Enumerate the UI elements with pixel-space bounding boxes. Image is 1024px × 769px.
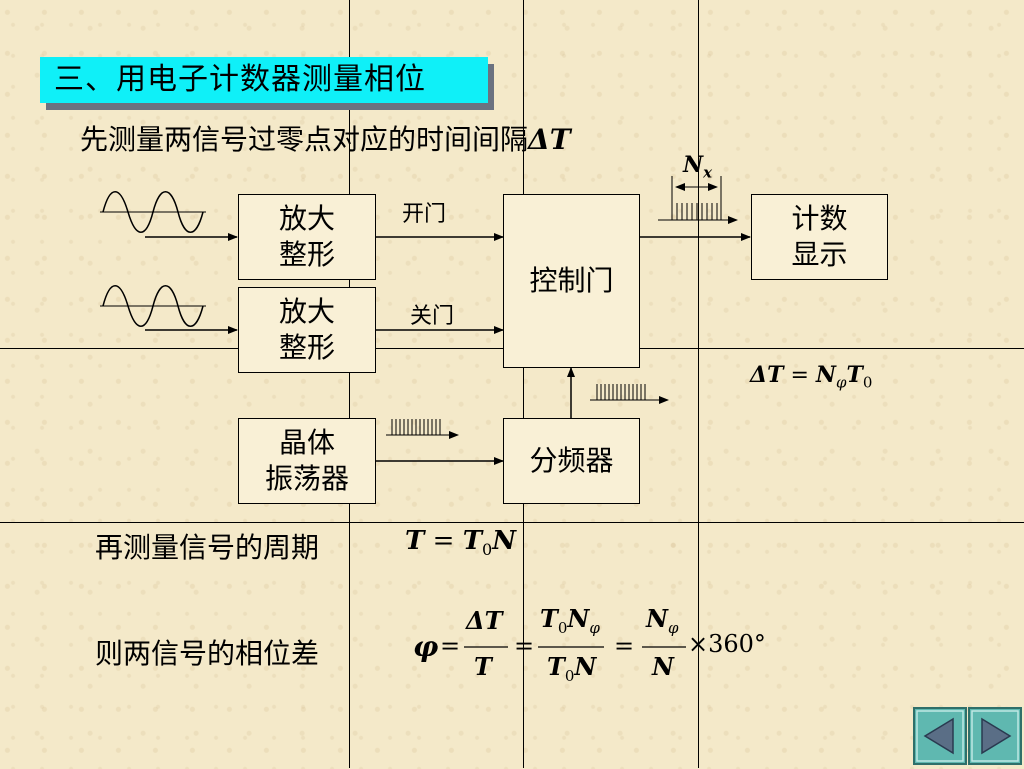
block-amp1-line1: 放大 xyxy=(278,202,335,235)
formula-delta-t: ΔT = NφT0 xyxy=(750,362,873,392)
block-counter-line1: 计数 xyxy=(791,202,848,235)
phase-line-text: 则两信号的相位差 xyxy=(95,637,320,670)
pulse-train-divider xyxy=(596,384,646,400)
block-control-gate-label: 控制门 xyxy=(529,264,614,297)
label-open-gate: 开门 xyxy=(402,202,447,227)
guide-line-h2 xyxy=(0,522,1024,523)
fraction-3-numerator: Nφ xyxy=(646,604,679,637)
block-oscillator: 晶体 振荡器 xyxy=(238,418,376,504)
equals-1: = xyxy=(440,632,461,660)
label-nx: Nx xyxy=(683,152,713,182)
fraction-2-numerator: T0Nφ xyxy=(540,604,600,637)
block-divider: 分频器 xyxy=(503,418,640,504)
label-close-gate: 关门 xyxy=(410,304,455,329)
next-slide-button[interactable] xyxy=(968,707,1022,765)
pulse-train-output xyxy=(671,203,722,220)
equals-2: = xyxy=(514,632,535,660)
delta-t-symbol: ΔT xyxy=(528,123,571,156)
block-amp2: 放大 整形 xyxy=(238,287,376,373)
period-line-text: 再测量信号的周期 xyxy=(95,531,320,564)
fraction-1-denominator: T xyxy=(474,652,492,681)
equals-3: = xyxy=(614,632,635,660)
prev-slide-button[interactable] xyxy=(913,707,967,765)
block-divider-label: 分频器 xyxy=(529,444,614,477)
guide-line-v1 xyxy=(349,0,350,768)
times-360: ×360° xyxy=(688,630,766,658)
intro-text: 先测量两信号过零点对应的时间间隔 xyxy=(80,123,529,156)
arrow-right-icon xyxy=(968,707,1022,765)
guide-line-v2 xyxy=(523,0,524,768)
block-amp2-line2: 整形 xyxy=(278,331,335,364)
slide-title: 三、用电子计数器测量相位 xyxy=(40,57,488,103)
block-counter-line2: 显示 xyxy=(791,238,848,271)
intro-line: 先测量两信号过零点对应的时间间隔ΔT xyxy=(80,118,571,158)
arrow-left-icon xyxy=(913,707,967,765)
guide-line-v3 xyxy=(698,0,699,768)
fraction-2-denominator: T0N xyxy=(547,652,597,685)
block-oscillator-line2: 振荡器 xyxy=(264,462,349,495)
block-amp2-line1: 放大 xyxy=(278,295,335,328)
phi-symbol: φ xyxy=(413,630,439,663)
fraction-1-numerator: ΔT xyxy=(466,606,503,635)
block-control-gate: 控制门 xyxy=(503,194,640,368)
block-amp1-line2: 整形 xyxy=(278,238,335,271)
block-amp1: 放大 整形 xyxy=(238,194,376,280)
pulse-train-osc xyxy=(391,419,441,435)
block-oscillator-line1: 晶体 xyxy=(278,426,335,459)
block-counter-display: 计数 显示 xyxy=(751,194,888,280)
formula-period: T = T0N xyxy=(405,526,516,560)
fraction-3-denominator: N xyxy=(652,652,674,681)
